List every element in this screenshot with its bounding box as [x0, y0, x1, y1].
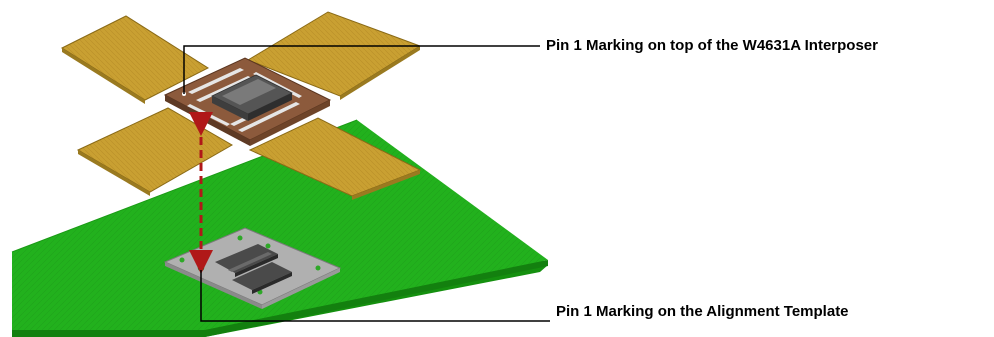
template-pin1-marker — [197, 264, 205, 272]
template-pin1-callout: Pin 1 Marking on the Alignment Template — [556, 303, 849, 320]
leader-line-bottom — [200, 270, 550, 322]
w4631a-interposer — [163, 57, 332, 146]
interposer-pin1-callout: Pin 1 Marking on top of the W4631A Inter… — [546, 37, 878, 54]
leader-line-top — [183, 45, 540, 94]
